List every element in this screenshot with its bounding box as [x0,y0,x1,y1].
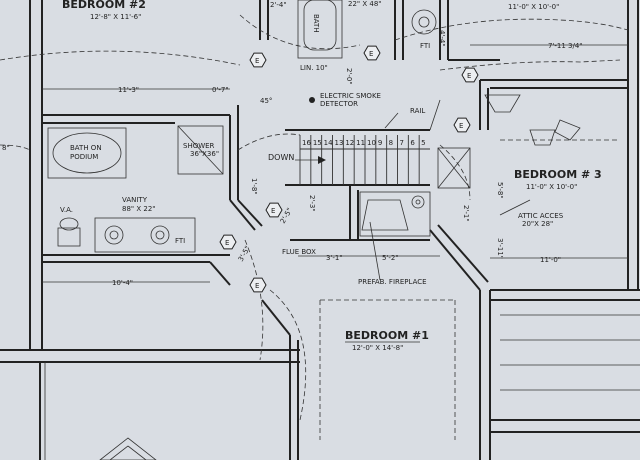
down-label: DOWN [268,153,294,162]
bedroom-2-title: BEDROOM #2 [62,0,146,11]
stair-number: 9 [378,139,382,147]
shower-size: 36"X36" [190,150,219,158]
prefab-fireplace: PREFAB. FIREPLACE FLUE BOX [282,147,471,286]
top-bath-label: BATH [312,14,320,33]
bedroom-1-size: 12'-0" X 14'-8" [352,344,403,352]
stair-number: 16 [302,139,311,147]
electrical-outlet-label: E [255,282,259,290]
dim-3-1: 3'-1" [326,254,343,262]
electrical-outlet-label: E [467,72,471,80]
bath-on-podium: BATH ON PODIUM [47,127,127,179]
fti-label-top: FTI [420,42,430,50]
electrical-outlet-icon [265,202,283,218]
stair-number: 5 [421,139,425,147]
electrical-symbols: E E E E E E E [219,45,479,293]
top-bath-fixtures: BATH 22" X 48" LIN. 10" FTI [297,0,437,72]
toilet: V.A. [57,206,81,247]
fti-label-left: FTI [175,237,185,245]
stair-number: 14 [324,139,333,147]
electrical-outlet-label: E [225,239,229,247]
exterior-walls [0,0,640,433]
bedroom-2-size: 12'-8" X 11'-6" [90,13,141,21]
dim-5-8: 5'-8" [496,182,504,199]
dim-2-4: 2'-4" [270,1,287,9]
va-label: V.A. [60,206,73,214]
dim-5-2: 5'-2" [382,254,399,262]
shower-label: SHOWER [183,142,215,150]
stair-number: 13 [335,139,344,147]
flue-box-label: FLUE BOX [282,248,316,256]
attic-label: ATTIC ACCES [518,212,564,220]
electrical-outlet-icon [249,52,267,68]
stair-number: 15 [313,139,322,147]
electrical-outlet-icon [461,67,479,83]
dim-11-0: 11'-0" [540,256,561,264]
bath-label-2: PODIUM [70,153,98,161]
dashed-lines [0,14,629,440]
attic-size: 20"X 28" [522,220,553,228]
dim-2-0: 2'-0" [345,68,353,85]
electrical-outlet-label: E [255,57,259,65]
dim-7-11: 7'-11 3/4" [548,42,583,50]
smoke-label-1: ELECTRIC SMOKE [320,92,381,100]
linen-label: LIN. 10" [300,64,328,72]
stair-number: 12 [345,139,354,147]
bedroom-3-title: BEDROOM # 3 [514,168,602,181]
smoke-detector-icon [309,97,315,103]
attic-leader [499,199,531,216]
shower: SHOWER 36"X36" [177,125,224,175]
stair-number: 6 [410,139,415,147]
stair-number: 7 [400,139,404,147]
top-right-room-size: 11'-0" X 10'-0" [508,3,559,11]
dim-1-8: 1'-8" [250,178,258,195]
dim-11-3: 11'-3" [118,86,139,94]
smoke-label-2: DETECTOR [320,100,358,108]
vanity: VANITY 88" X 22" FTI [94,196,196,253]
electrical-outlet-icon [363,45,381,61]
vanity-size: 88" X 22" [122,205,156,213]
bedroom-3-size: 11'-0" X 10'-0" [526,183,577,191]
rail-label: RAIL [410,107,425,115]
dim-4-4: 4'-4" [438,30,446,47]
down-arrow-icon [318,156,326,164]
rail-leader [384,112,399,129]
tub-size: 22" X 48" [348,0,382,8]
electrical-outlet-icon [219,234,237,250]
dim-3-11: 3'-11" [496,238,504,259]
electrical-outlet-label: E [459,122,463,130]
dim-10-4: 10'-4" [112,279,133,287]
electrical-outlet-icon [249,277,267,293]
stair-number: 8 [389,139,393,147]
roof-peak [99,437,157,460]
dim-8: 8" [2,144,10,152]
bath-label-1: BATH ON [70,144,102,152]
dim-45-deg: 45° [260,97,272,105]
vanity-label: VANITY [122,196,148,204]
stair-number: 11 [356,139,365,147]
stair-number: 10 [367,139,376,147]
electrical-outlet-icon [453,117,471,133]
dim-2-3: 2'-3" [308,195,316,212]
dim-0-7: 0'-7" [212,86,229,94]
bedroom-1-title: BEDROOM #1 [345,329,429,342]
lower-area [39,94,640,460]
interior-walls [42,0,628,460]
dim-2-1: 2'-1" [462,205,470,222]
electrical-outlet-label: E [271,207,275,215]
fireplace-label: PREFAB. FIREPLACE [358,278,427,286]
electrical-outlet-label: E [369,50,373,58]
